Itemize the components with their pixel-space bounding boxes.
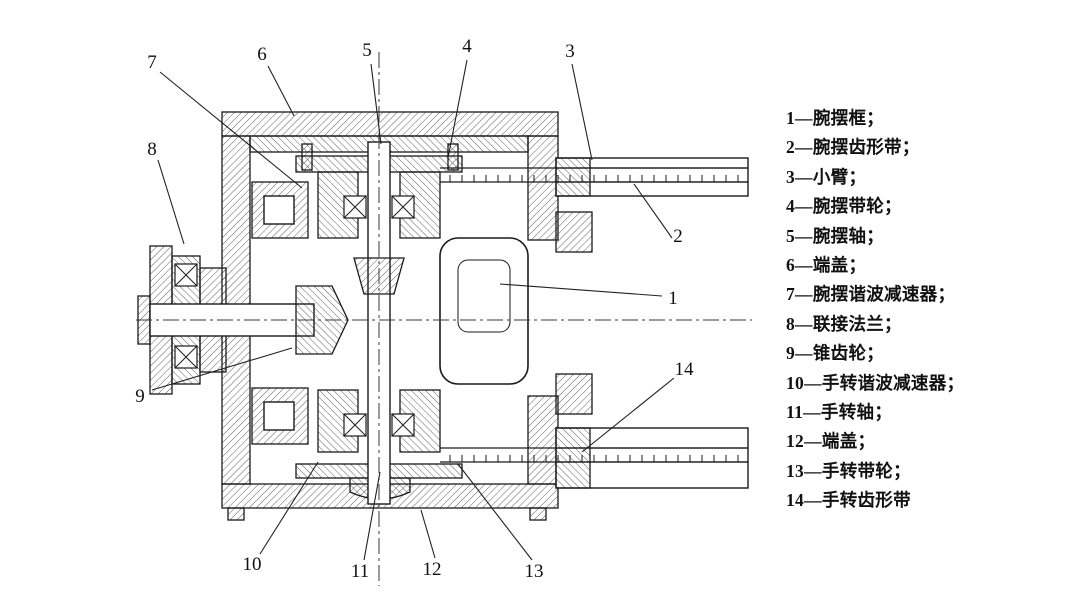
legend-item-10: 10—手转谐波减速器； bbox=[786, 372, 965, 393]
centerlines bbox=[136, 52, 752, 586]
legend-item-12: 12—端盖； bbox=[786, 431, 876, 452]
legend-item-9: 9—锥齿轮； bbox=[786, 343, 885, 364]
wrist-swing-pulley-assembly bbox=[251, 143, 463, 239]
callout-10: 10 bbox=[243, 554, 262, 575]
callout-12: 12 bbox=[423, 559, 442, 580]
callout-numbers: 7 6 5 4 3 2 1 8 9 14 10 11 12 13 bbox=[135, 36, 694, 582]
legend-item-13: 13—手转带轮； bbox=[786, 460, 911, 481]
legend-item-3: 3—小臂； bbox=[786, 166, 867, 187]
small-arm bbox=[555, 157, 749, 489]
callout-5: 5 bbox=[362, 40, 372, 61]
hand-rotate-pulley-assembly bbox=[251, 387, 463, 500]
toothed-belt-bottom bbox=[440, 447, 748, 463]
callout-6: 6 bbox=[257, 44, 267, 65]
callout-8: 8 bbox=[147, 139, 157, 160]
legend-item-7: 7—腕摆谐波减速器； bbox=[786, 284, 956, 305]
bevel-gears bbox=[295, 257, 405, 355]
callout-7: 7 bbox=[147, 52, 157, 73]
legend-item-4: 4—腕摆带轮； bbox=[786, 196, 902, 217]
callout-2: 2 bbox=[673, 226, 683, 247]
toothed-belt-top bbox=[440, 167, 748, 183]
callout-4: 4 bbox=[462, 36, 472, 57]
callout-3: 3 bbox=[565, 41, 575, 62]
callout-14: 14 bbox=[675, 359, 695, 380]
legend-item-5: 5—腕摆轴； bbox=[786, 225, 885, 246]
legend-item-8: 8—联接法兰； bbox=[786, 313, 902, 334]
legend-item-6: 6—端盖； bbox=[786, 255, 867, 276]
legend-item-14: 14—手转齿形带 bbox=[786, 490, 911, 511]
leader-lines bbox=[151, 59, 675, 561]
callout-9: 9 bbox=[135, 386, 145, 407]
legend-item-11: 11—手转轴； bbox=[786, 402, 893, 423]
callout-1: 1 bbox=[668, 288, 678, 309]
parts-legend: 1—腕摆框； 2—腕摆齿形带； 3—小臂； 4—腕摆带轮； 5—腕摆轴； 6—端… bbox=[786, 104, 1076, 516]
legend-item-2: 2—腕摆齿形带； bbox=[786, 137, 920, 158]
housing-cavity bbox=[439, 237, 529, 385]
callout-11: 11 bbox=[351, 561, 369, 582]
legend-item-1: 1—腕摆框； bbox=[786, 108, 885, 128]
callout-13: 13 bbox=[525, 561, 544, 582]
